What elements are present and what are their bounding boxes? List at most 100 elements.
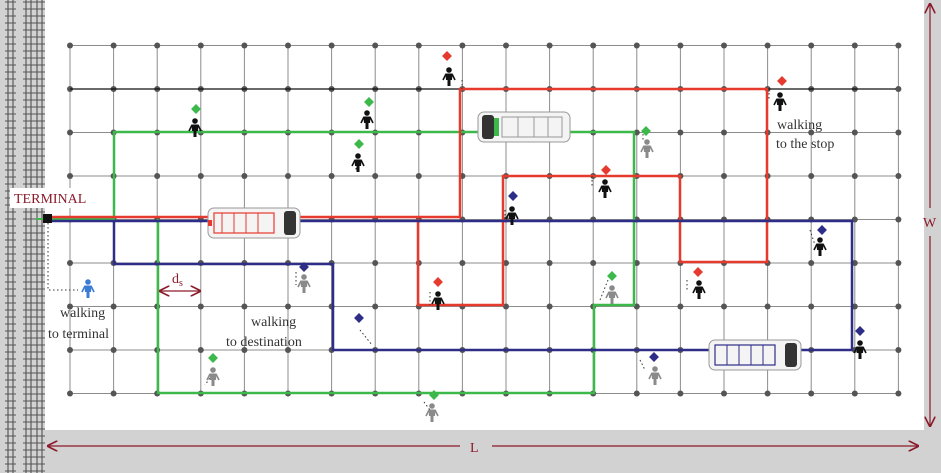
grid-node <box>285 303 291 310</box>
walking-paths <box>47 80 816 411</box>
grid-node <box>67 173 73 179</box>
grid-node <box>895 86 902 92</box>
grid-node <box>895 260 902 266</box>
grid-node <box>895 347 902 353</box>
person-icon <box>297 274 311 293</box>
stop-diamond-icon <box>649 352 659 362</box>
stop-diamond-icon <box>855 326 865 336</box>
walking-to-stop-line1: walking <box>777 118 822 133</box>
minibus-icon-blue <box>708 339 802 371</box>
terminal-label: TERMINAL <box>14 192 86 207</box>
grid-node <box>721 173 727 179</box>
grid-node <box>895 173 902 179</box>
grid-node <box>372 173 379 179</box>
grid-node <box>241 173 248 179</box>
grid-node <box>895 129 902 136</box>
grid-node <box>154 42 161 49</box>
walking-to-terminal-line1: walking <box>60 306 105 321</box>
stop-diamond-icon <box>641 126 651 136</box>
grid-node <box>633 303 640 310</box>
grid-node <box>241 303 248 310</box>
stop-diamond-icon <box>777 76 787 86</box>
grid-node <box>895 216 902 223</box>
grid-node <box>372 260 379 266</box>
grid-node <box>328 173 335 179</box>
stop-diamond-icon <box>693 267 703 277</box>
person-icon-walking-to-terminal <box>81 279 95 298</box>
l-label: L <box>470 441 479 456</box>
grid-node <box>110 42 117 49</box>
stop-diamond-icon <box>817 225 827 235</box>
grid-node <box>197 173 204 179</box>
grid-node <box>67 347 73 353</box>
grid-node <box>154 173 161 179</box>
walking-to-stop-line2: to the stop <box>776 137 834 152</box>
grid-node <box>808 173 815 179</box>
person-icon <box>773 92 787 111</box>
stop-diamond-icon <box>601 165 611 175</box>
walking-to-destination-line2: to destination <box>226 335 302 350</box>
grid-node <box>851 42 858 49</box>
grid-node <box>764 42 771 49</box>
grid-node <box>546 303 553 310</box>
grid-node <box>633 260 640 266</box>
person-icon <box>351 153 365 172</box>
grid-node <box>721 42 727 49</box>
grid-node <box>67 260 73 266</box>
grid-node <box>808 390 815 397</box>
grid-node <box>546 42 553 49</box>
grid-node <box>67 129 73 136</box>
blue-route <box>48 219 854 352</box>
grid-node <box>67 42 73 49</box>
grid-node <box>721 129 727 136</box>
grid-node <box>764 390 771 397</box>
green-route <box>48 130 636 395</box>
grid-node <box>241 347 248 353</box>
rail-ties <box>5 1 45 472</box>
grid-node <box>677 390 684 397</box>
grid-node <box>459 260 466 266</box>
grid-node <box>851 260 858 266</box>
person-icon <box>598 179 612 198</box>
grid-node <box>459 42 466 49</box>
grid-node <box>241 42 248 49</box>
person-icon <box>648 366 662 385</box>
grid-node <box>110 390 117 397</box>
rail-tracks <box>7 0 43 473</box>
grid-node <box>415 173 422 179</box>
grid-node <box>851 129 858 136</box>
red-route <box>48 87 769 307</box>
ds-label: ds <box>172 272 183 289</box>
grid-node <box>808 42 815 49</box>
stop-diamond-icon <box>607 271 617 281</box>
grid-node <box>721 390 727 397</box>
grid-node <box>851 390 858 397</box>
person-icon <box>813 237 827 256</box>
person-icon <box>692 280 706 299</box>
grid-node <box>415 42 422 49</box>
person-icon <box>442 67 456 86</box>
grid-node <box>372 42 379 49</box>
grid-node <box>677 42 684 49</box>
grid-node <box>677 129 684 136</box>
grid-node <box>808 260 815 266</box>
grid-node <box>67 390 73 397</box>
grid-node <box>110 303 117 310</box>
grid-node <box>328 42 335 49</box>
grid-node <box>590 42 597 49</box>
grid-node <box>503 42 509 49</box>
grid-node <box>851 216 858 223</box>
terminal-node <box>43 214 52 223</box>
person-icon <box>640 139 654 158</box>
minibus-icon-green <box>477 111 571 143</box>
grid-node <box>633 42 640 49</box>
grid-node <box>285 42 291 49</box>
grid-node <box>503 303 509 310</box>
terminal-label-bg <box>10 188 106 208</box>
grid-node <box>764 303 771 310</box>
grid-node <box>110 347 117 353</box>
person-icon <box>605 285 619 304</box>
minibus-icon-red <box>207 207 301 239</box>
walking-to-destination-line1: walking <box>251 315 296 330</box>
